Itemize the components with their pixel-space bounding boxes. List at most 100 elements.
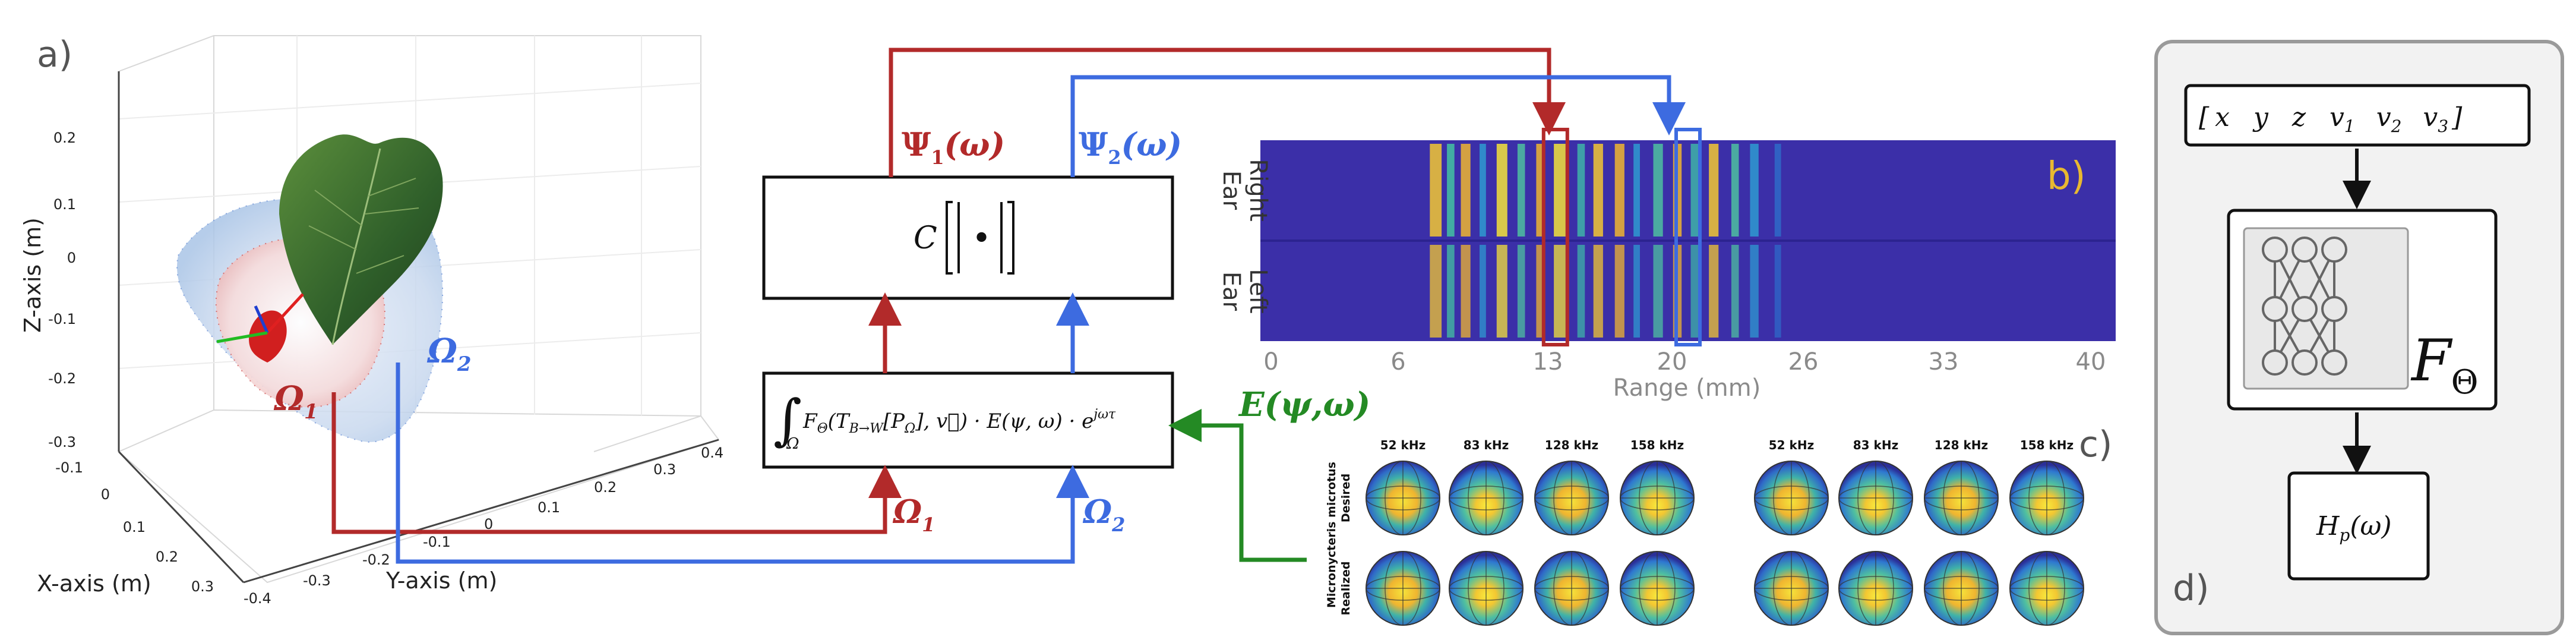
spectrogram-band xyxy=(1554,245,1566,338)
output-label: Hp(ω) xyxy=(2316,511,2392,545)
beam-sphere xyxy=(1449,551,1524,626)
x-tick: 0.2 xyxy=(156,549,178,565)
psi2-path xyxy=(1070,75,1686,177)
omega1-path xyxy=(331,392,902,534)
range-ticks: 0 6 13 20 26 33 40 xyxy=(1263,348,2106,376)
output-box xyxy=(2287,471,2430,581)
panel-d-label: d) xyxy=(2173,568,2210,609)
z-tick: -0.3 xyxy=(48,434,76,450)
spectrogram-bands xyxy=(1430,144,1781,338)
omega1-bottom-label: Ω1 xyxy=(892,493,935,536)
neuron xyxy=(2291,237,2318,263)
row-realized-label: Realized xyxy=(1339,562,1352,616)
input-box xyxy=(2184,84,2531,147)
freq-label: 52 kHz xyxy=(1769,438,1814,452)
z-tick: 0.2 xyxy=(53,130,76,146)
psi1-path xyxy=(889,48,1566,177)
spectrogram-band xyxy=(1750,144,1759,237)
spectrogram-band xyxy=(1461,245,1471,338)
z-ticks: 0.2 0.1 0 -0.1 -0.2 -0.3 xyxy=(48,130,76,450)
x-axis-line xyxy=(118,450,245,584)
beam-sphere xyxy=(1449,461,1524,535)
spectrogram-band xyxy=(1461,144,1471,237)
y-tick: -0.4 xyxy=(244,590,271,607)
freq-label: 52 kHz xyxy=(1380,438,1426,452)
panel-b: b) Right Ear Left Ear 0 6 13 20 26 33 40… xyxy=(1218,128,2116,402)
y-ticks: -0.4 -0.3 -0.2 -0.1 0 0.1 0.2 0.3 0.4 xyxy=(244,445,723,607)
bat-head xyxy=(216,293,304,363)
spectrogram-band xyxy=(1430,245,1442,338)
beam-sphere xyxy=(2009,461,2084,535)
spectrogram-band xyxy=(1517,245,1525,338)
freq-headers-right: 52 kHz 83 kHz 128 kHz 158 kHz xyxy=(1769,438,2074,452)
omega2-path xyxy=(396,363,1089,564)
neuron xyxy=(2321,349,2347,376)
x-axis-label: X-axis (m) xyxy=(37,570,151,597)
neuron xyxy=(2291,349,2318,376)
leaf xyxy=(279,134,443,345)
y-tick: 0.4 xyxy=(701,445,723,461)
x-tick: 0.3 xyxy=(191,578,214,595)
species-label: Micronycteris microtus xyxy=(1325,462,1338,608)
spectrogram-band xyxy=(1614,144,1624,237)
panel-c: c) 52 kHz 83 kHz 128 kHz 158 kHz 52 kHz … xyxy=(1325,424,2112,626)
spectrogram-band xyxy=(1614,245,1624,338)
y-axis-label: Y-axis (m) xyxy=(385,568,497,594)
beam-sphere xyxy=(1366,461,1440,535)
range-tick: 0 xyxy=(1263,348,1278,376)
spectrogram-band xyxy=(1653,245,1663,338)
beam-sphere xyxy=(1534,551,1609,626)
z-tick: -0.2 xyxy=(48,370,76,387)
spectrogram-band xyxy=(1731,144,1739,237)
z-tick: 0 xyxy=(67,250,76,266)
omega2-label: Ω2 xyxy=(426,332,472,376)
net-label: FΘ xyxy=(2410,327,2479,402)
spectrogram-band xyxy=(1480,245,1486,338)
range-tick: 6 xyxy=(1390,348,1405,376)
neuron xyxy=(2262,349,2288,376)
x-ticks: -0.1 0 0.1 0.2 0.3 xyxy=(55,459,214,595)
beam-sphere xyxy=(1838,461,1913,535)
row-left-label-2: Ear xyxy=(1218,272,1245,311)
highlight-blue xyxy=(1674,128,1702,346)
spectrogram-band xyxy=(1480,144,1486,237)
y-tick: -0.2 xyxy=(362,551,390,568)
beam-sphere xyxy=(1620,461,1695,535)
psi2-label: Ψ2(ω) xyxy=(1079,125,1182,169)
spectrogram-band xyxy=(1653,144,1663,237)
z-tick: 0.1 xyxy=(53,196,76,213)
beam-sphere xyxy=(1924,461,1999,535)
row-left-label-1: Left xyxy=(1244,269,1272,313)
row-right-label-1: Right xyxy=(1244,159,1272,221)
spectrogram-band xyxy=(1496,245,1507,338)
spectrogram-band xyxy=(1709,245,1719,338)
freq-label: 83 kHz xyxy=(1464,438,1509,452)
spectrogram-band xyxy=(1633,144,1640,237)
psi1-label: Ψ1(ω) xyxy=(902,125,1005,169)
neural-net xyxy=(2262,237,2347,376)
beam-sphere xyxy=(1366,551,1440,626)
y-axis-line xyxy=(243,439,719,584)
spectrogram-band xyxy=(1593,144,1603,237)
neuron xyxy=(2262,296,2288,322)
integral-lower: Ω xyxy=(786,435,799,453)
z-axis-label: Z-axis (m) xyxy=(20,218,46,333)
freq-label: 158 kHz xyxy=(2020,438,2074,452)
spectrogram-band xyxy=(1496,144,1507,237)
panel-a-label: a) xyxy=(37,34,72,75)
spectrogram-band xyxy=(1709,144,1719,237)
abs-box-dot: • xyxy=(972,219,991,258)
beam-sphere xyxy=(1924,551,1999,626)
spectrogram-band xyxy=(1447,245,1455,338)
spectrogram-band xyxy=(1554,144,1566,237)
range-tick: 13 xyxy=(1533,348,1563,376)
neuron xyxy=(2291,296,2318,322)
spectrogram-band xyxy=(1633,245,1640,338)
spectrogram-band xyxy=(1774,245,1781,338)
beam-sphere xyxy=(1838,551,1913,626)
integral-sign: ∫ xyxy=(773,388,802,452)
beam-sphere xyxy=(2009,551,2084,626)
y-tick: -0.3 xyxy=(303,572,331,589)
panel-a: a) 0.2 0.1 0 -0.1 -0.2 -0.3 xyxy=(20,34,723,607)
